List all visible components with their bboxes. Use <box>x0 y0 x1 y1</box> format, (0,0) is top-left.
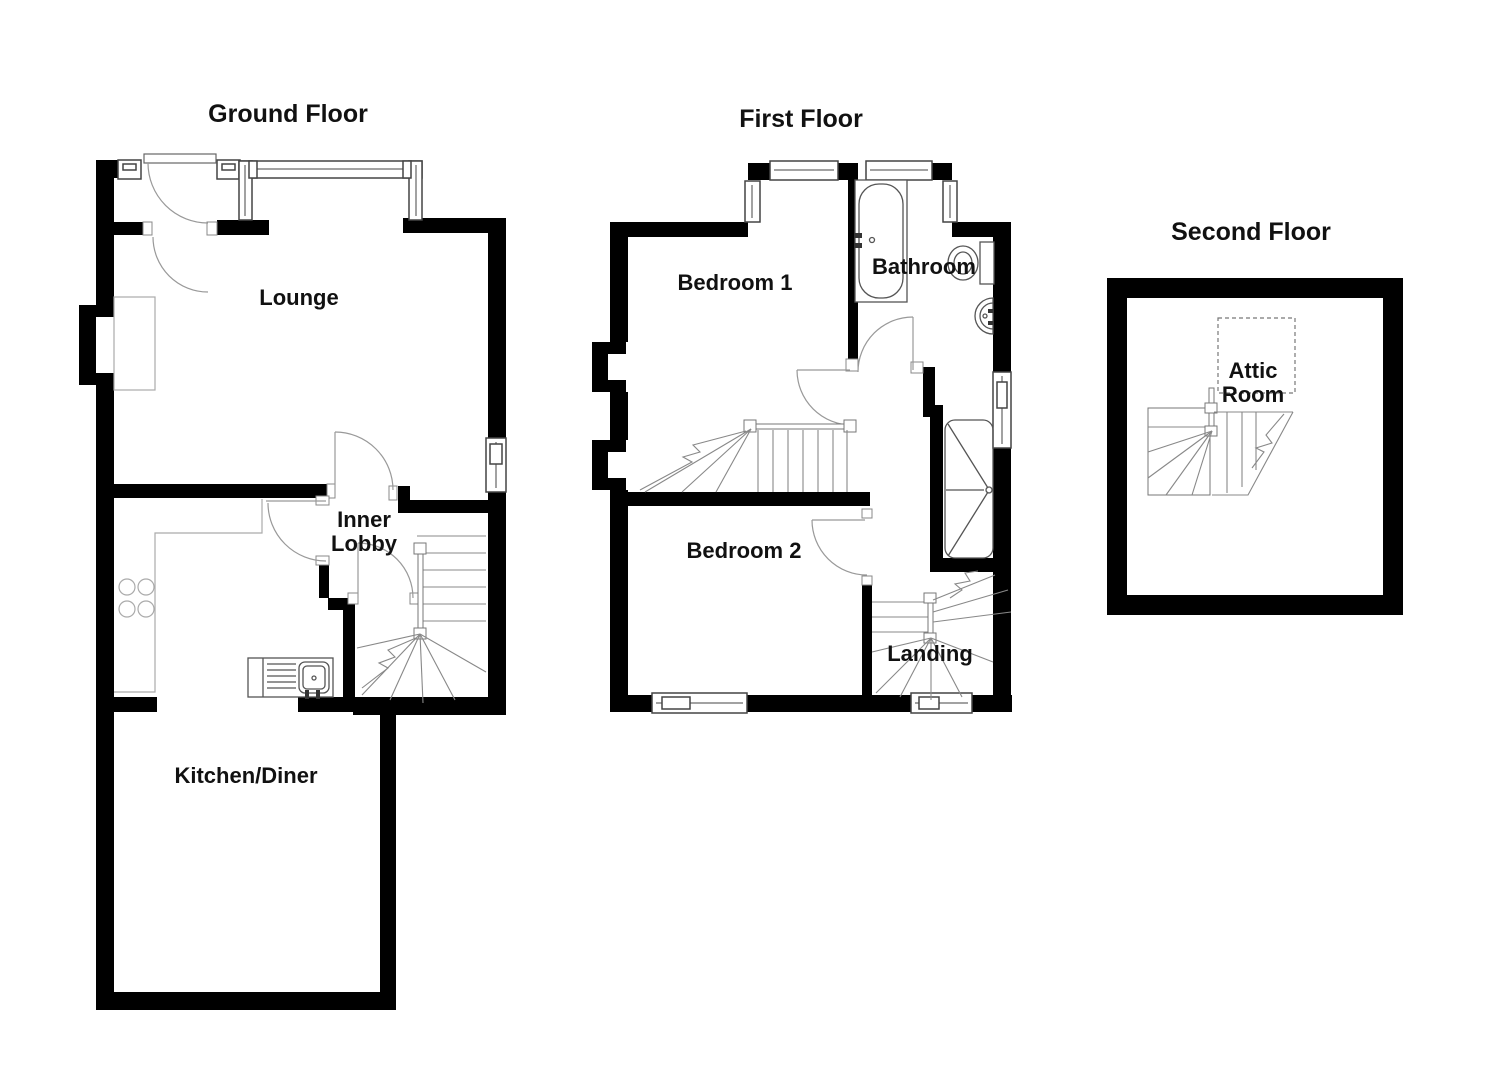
second-floor-plan: Second Floor Attic Room <box>1107 218 1403 615</box>
ground-floor-windows <box>117 159 507 493</box>
bedroom1-bay-window <box>744 160 839 223</box>
chimney-breast <box>113 296 156 391</box>
porch-inner-door <box>152 236 209 293</box>
porch-window-right <box>216 159 241 180</box>
lounge-label: Lounge <box>259 285 338 310</box>
hob <box>118 578 155 618</box>
landing-window <box>910 692 973 714</box>
bedroom2-window <box>651 692 748 714</box>
kitchen-counter <box>114 499 263 693</box>
second-floor-stairs <box>1147 387 1294 496</box>
ground-floor-plan: Ground Floor Lounge Inner Lobby Kitchen/… <box>79 100 507 1010</box>
toilet <box>947 241 995 285</box>
landing-side-window <box>992 371 1012 449</box>
first-floor-plan: First Floor Bedroom 1 Bathroom Bedroom 2… <box>592 105 1012 714</box>
lounge-side-window <box>485 437 507 493</box>
attic-restricted-height-outline <box>1217 317 1296 394</box>
second-floor-walls <box>1107 278 1403 615</box>
bath <box>854 179 908 303</box>
bedroom2-door <box>811 519 868 576</box>
first-floor-door-jambs <box>845 358 924 586</box>
attic-room-label-line1: Attic <box>1229 358 1278 383</box>
inner-lobby-label-line1: Inner <box>337 507 391 532</box>
bedroom2-label: Bedroom 2 <box>687 538 802 563</box>
inner-lobby-label-line2: Lobby <box>331 531 398 556</box>
kitchen-sink-unit <box>247 657 334 699</box>
shower-cubicle <box>944 419 994 559</box>
ground-floor-title: Ground Floor <box>208 100 368 128</box>
ground-floor-walls <box>79 160 506 1010</box>
kitchen-diner-label: Kitchen/Diner <box>174 763 317 788</box>
ground-floor-doors <box>143 153 414 599</box>
kitchen-lobby-door <box>266 500 327 562</box>
first-floor-walls <box>592 163 1012 712</box>
stairs-door <box>357 542 414 599</box>
ground-floor-stairs <box>356 535 487 704</box>
basin <box>974 297 994 335</box>
bathroom-bay-window <box>865 160 958 223</box>
bedroom1-label: Bedroom 1 <box>678 270 793 295</box>
first-floor-windows <box>651 160 1012 714</box>
lounge-bay-window <box>238 160 423 221</box>
first-floor-stairs-up <box>639 419 857 493</box>
front-door <box>143 153 217 224</box>
landing-label: Landing <box>887 641 973 666</box>
lounge-lobby-door <box>334 431 394 491</box>
second-floor-title: Second Floor <box>1171 218 1331 246</box>
attic-room-label-line2: Room <box>1222 382 1284 407</box>
landing-stairs <box>871 570 1012 700</box>
bedroom1-door <box>796 369 853 426</box>
bathroom-label: Bathroom <box>872 254 976 279</box>
first-floor-title: First Floor <box>739 105 863 133</box>
bathroom-door <box>857 316 914 373</box>
porch-window-left <box>117 159 142 180</box>
